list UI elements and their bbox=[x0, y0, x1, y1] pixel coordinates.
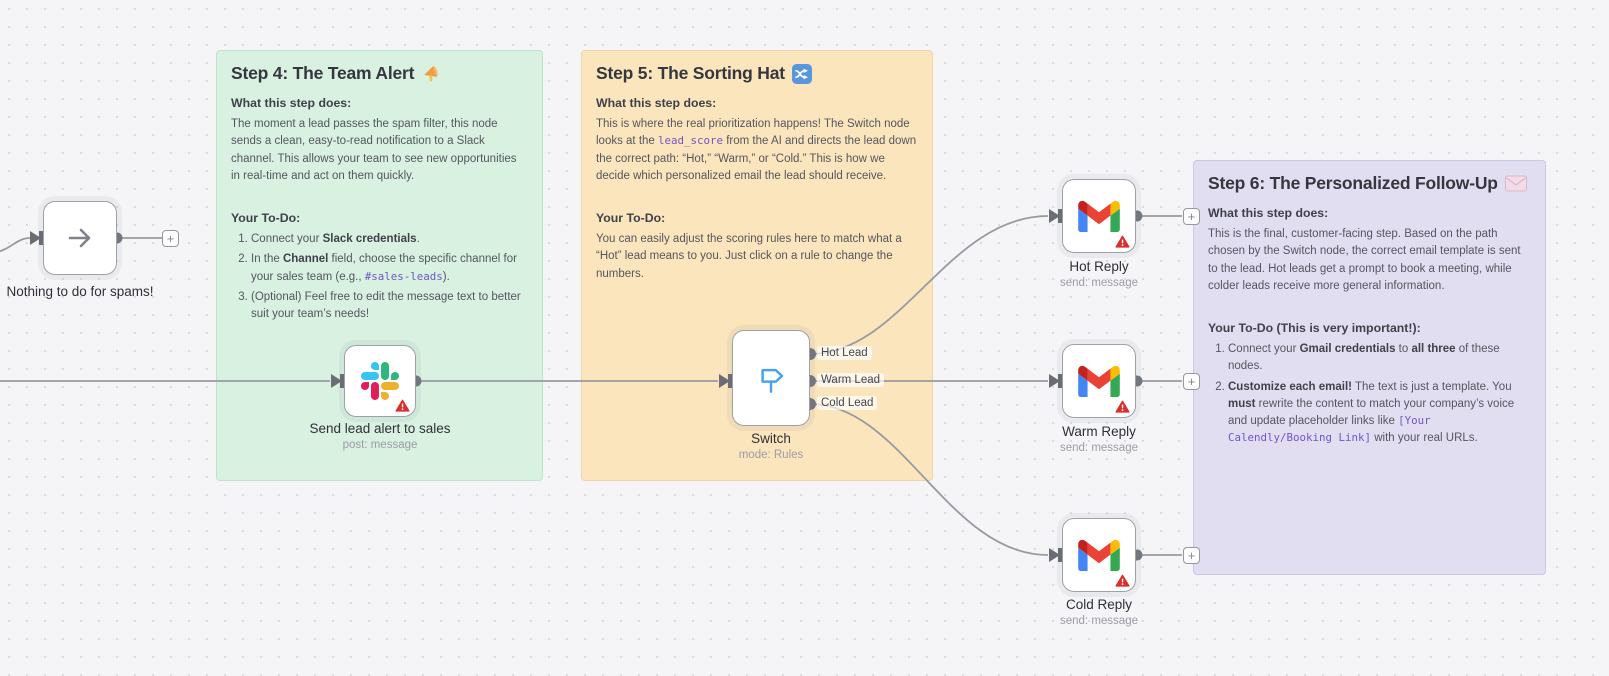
sticky-step5-todo-text: You can easily adjust the scoring rules … bbox=[596, 233, 902, 280]
node-gmail-cold-reply[interactable] bbox=[1062, 518, 1136, 592]
sticky-step6-what-heading: What this step does: bbox=[1208, 206, 1329, 220]
sticky-note-step6[interactable]: Step 6: The Personalized Follow-Up What … bbox=[1193, 160, 1546, 575]
plus-icon: + bbox=[1187, 548, 1196, 563]
sticky-step5-title: Step 5: The Sorting Hat bbox=[596, 63, 918, 84]
sticky-step4-title: Step 4: The Team Alert bbox=[231, 63, 528, 84]
sticky-step5-todo-heading: Your To-Do: bbox=[596, 211, 666, 225]
node-hot-reply-label: Hot Reply bbox=[1069, 259, 1129, 274]
todo-item: Connect your Gmail credentials to all th… bbox=[1228, 341, 1531, 376]
sticky-step6-todo-list: Connect your Gmail credentials to all th… bbox=[1208, 341, 1531, 448]
sticky-step4-todo-heading: Your To-Do: bbox=[231, 211, 301, 225]
input-endpoint-noop[interactable] bbox=[30, 231, 44, 245]
add-node-button-warm[interactable]: + bbox=[1183, 373, 1200, 390]
sticky-note-step4[interactable]: Step 4: The Team Alert What this step do… bbox=[216, 50, 543, 481]
plus-icon: + bbox=[1187, 209, 1196, 224]
plus-icon: + bbox=[1187, 374, 1196, 389]
add-node-button-noop[interactable]: + bbox=[162, 230, 179, 247]
gmail-logo-icon bbox=[1078, 539, 1120, 571]
switch-signpost-icon bbox=[761, 368, 784, 393]
node-noop[interactable] bbox=[43, 201, 117, 275]
sticky-step4-what-text: The moment a lead passes the spam filter… bbox=[231, 118, 517, 182]
shuffle-emoji bbox=[791, 63, 812, 84]
sticky-step5-what-text: This is where the real prioritization ha… bbox=[596, 118, 917, 182]
input-endpoint-hot-reply[interactable] bbox=[1049, 209, 1063, 223]
sticky-step4-todo-list: Connect your Slack credentials. In the C… bbox=[231, 231, 528, 323]
add-node-button-cold[interactable]: + bbox=[1183, 547, 1200, 564]
node-switch-label: Switch bbox=[751, 431, 791, 446]
warning-icon bbox=[1115, 400, 1130, 413]
node-noop-label: Nothing to do for spams! bbox=[6, 284, 154, 299]
plus-icon: + bbox=[166, 231, 175, 246]
todo-item: Customize each email! The text is just a… bbox=[1228, 379, 1531, 448]
sticky-step5-what-heading: What this step does: bbox=[596, 96, 717, 110]
node-cold-reply-subtitle: send: message bbox=[1060, 615, 1138, 627]
node-warm-reply-subtitle: send: message bbox=[1060, 442, 1138, 454]
node-warm-reply-label: Warm Reply bbox=[1062, 424, 1136, 439]
sticky-step6-what-text: This is the final, customer-facing step.… bbox=[1208, 228, 1521, 292]
node-slack-subtitle: post: message bbox=[342, 439, 418, 451]
envelope-emoji bbox=[1504, 175, 1527, 192]
input-endpoint-warm-reply[interactable] bbox=[1049, 374, 1063, 388]
add-node-button-hot[interactable]: + bbox=[1183, 208, 1200, 225]
node-cold-reply-label: Cold Reply bbox=[1065, 597, 1133, 612]
todo-item: Connect your Slack credentials. bbox=[251, 231, 528, 248]
megaphone-emoji bbox=[424, 66, 438, 82]
node-switch-subtitle: mode: Rules bbox=[738, 449, 804, 461]
node-slack-send-alert[interactable] bbox=[344, 345, 416, 417]
sticky-step4-what-heading: What this step does: bbox=[231, 96, 352, 110]
node-hot-reply-subtitle: send: message bbox=[1060, 277, 1138, 289]
node-slack-label: Send lead alert to sales bbox=[309, 421, 451, 436]
todo-item: (Optional) Feel free to edit the message… bbox=[251, 289, 528, 324]
sticky-step6-title: Step 6: The Personalized Follow-Up bbox=[1208, 173, 1531, 194]
gmail-logo-icon bbox=[1078, 200, 1120, 232]
switch-output-label-warm: Warm Lead bbox=[817, 373, 885, 387]
sticky-step4-title-text: Step 4: The Team Alert bbox=[231, 63, 415, 83]
switch-output-label-hot: Hot Lead bbox=[817, 346, 872, 360]
node-gmail-warm-reply[interactable] bbox=[1062, 344, 1136, 418]
warning-icon bbox=[395, 399, 410, 412]
todo-item: In the Channel field, choose the specifi… bbox=[251, 251, 528, 286]
warning-icon bbox=[1115, 235, 1130, 248]
slack-logo-icon bbox=[361, 362, 399, 400]
node-gmail-hot-reply[interactable] bbox=[1062, 179, 1136, 253]
gmail-logo-icon bbox=[1078, 365, 1120, 397]
input-endpoint-cold-reply[interactable] bbox=[1049, 548, 1063, 562]
sticky-step6-title-text: Step 6: The Personalized Follow-Up bbox=[1208, 173, 1498, 193]
switch-output-label-cold: Cold Lead bbox=[817, 396, 878, 410]
node-switch[interactable] bbox=[732, 330, 810, 426]
arrow-right-icon bbox=[68, 228, 91, 248]
sticky-step6-todo-heading: Your To-Do (This is very important!): bbox=[1208, 321, 1421, 335]
connection-into-noop[interactable] bbox=[0, 237, 31, 253]
sticky-step5-title-text: Step 5: The Sorting Hat bbox=[596, 63, 785, 83]
warning-icon bbox=[1115, 574, 1130, 587]
